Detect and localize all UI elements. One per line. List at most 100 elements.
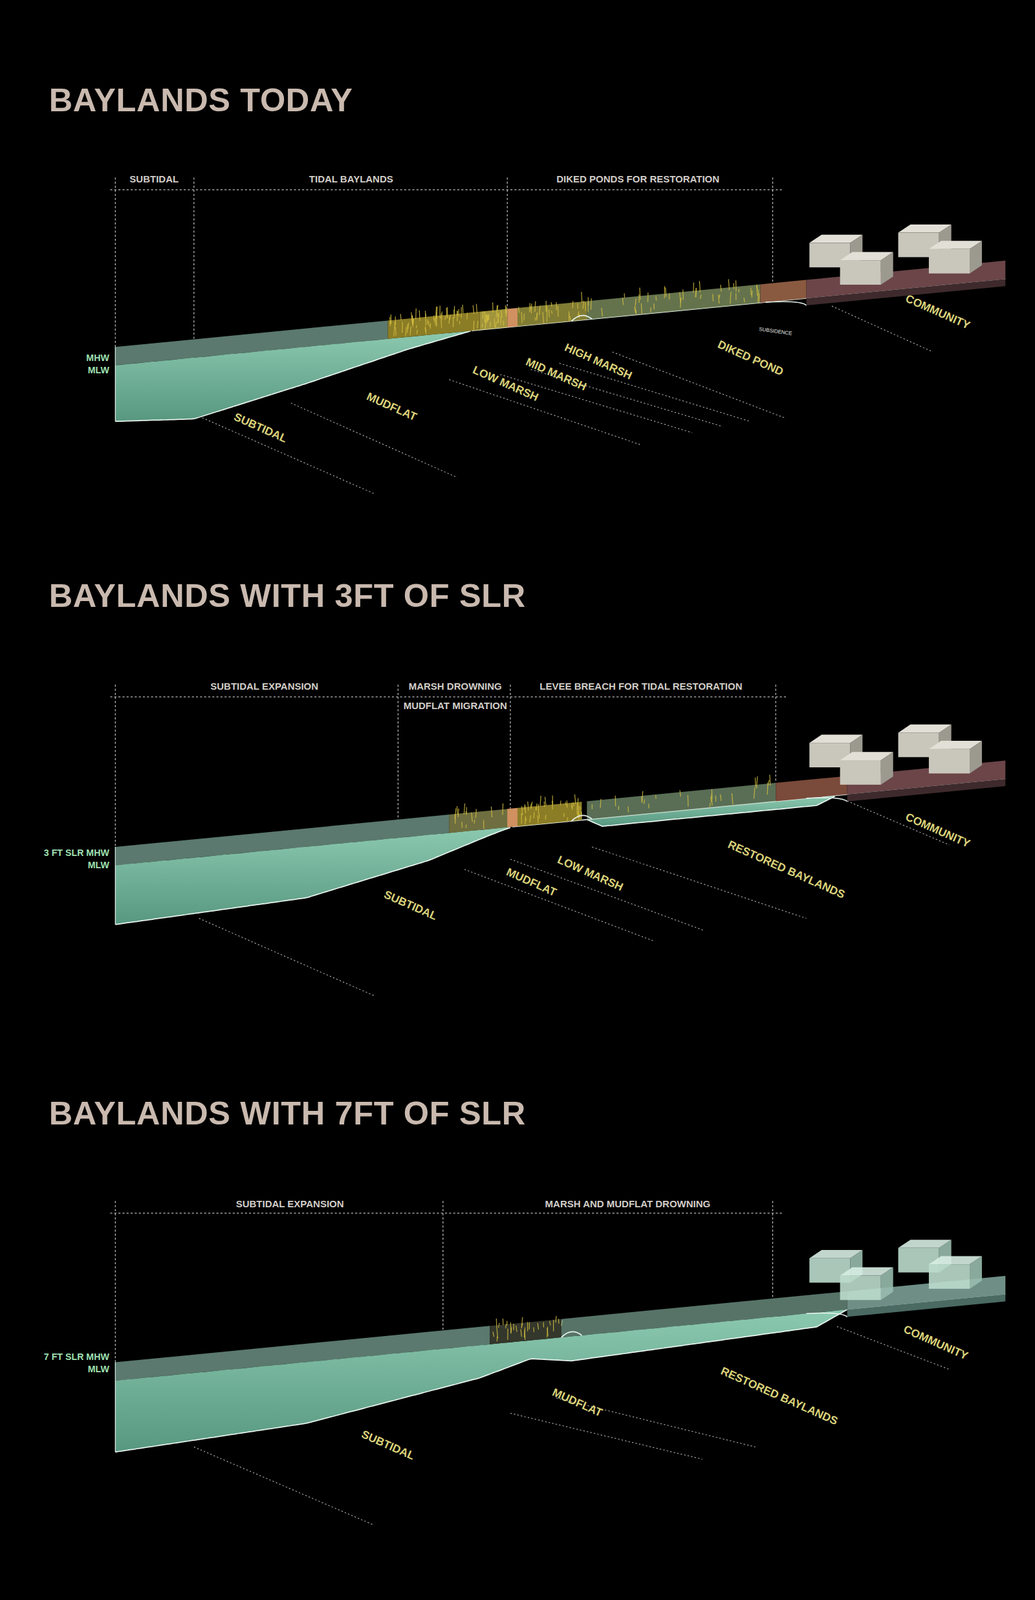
zone-name: COMMUNITY bbox=[903, 811, 972, 850]
building bbox=[928, 240, 982, 273]
marsh-grass bbox=[520, 1328, 522, 1337]
zone-name: RESTORED BAYLANDS bbox=[719, 1364, 840, 1427]
marsh-grass bbox=[682, 289, 684, 300]
marsh-grass bbox=[534, 301, 536, 312]
building-top bbox=[809, 734, 863, 744]
marsh-grass bbox=[460, 307, 462, 318]
zone-bracket bbox=[109, 696, 788, 698]
panel-heading: BAYLANDS WITH 7FT OF SLR bbox=[49, 1096, 526, 1129]
surface-zone bbox=[115, 814, 449, 865]
marsh-grass bbox=[579, 806, 581, 810]
surface-zone bbox=[586, 782, 776, 820]
marsh-grass bbox=[757, 289, 759, 303]
marsh-grass bbox=[710, 793, 713, 807]
marsh-grass bbox=[553, 1319, 554, 1332]
marsh-grass bbox=[544, 796, 546, 807]
marsh-grass bbox=[496, 1336, 499, 1342]
marsh-grass bbox=[492, 302, 494, 314]
marsh-grass bbox=[622, 297, 623, 305]
marsh-grass bbox=[529, 303, 531, 313]
marsh-grass bbox=[551, 310, 553, 314]
zone-label: LEVEE BREACH FOR TIDAL RESTORATION bbox=[539, 681, 742, 692]
marsh-grass bbox=[550, 302, 552, 307]
marsh-grass bbox=[512, 1323, 514, 1330]
marsh-grass bbox=[542, 311, 544, 323]
marsh-grass bbox=[615, 795, 617, 807]
marsh-grass bbox=[473, 819, 475, 824]
marsh-grass bbox=[635, 309, 637, 314]
marsh-grass bbox=[566, 817, 568, 822]
marsh-grass bbox=[488, 314, 490, 321]
zone-label: SUBTIDAL bbox=[129, 174, 179, 185]
marsh-grass bbox=[692, 282, 695, 293]
zone-divider bbox=[775, 684, 777, 783]
surface-zone bbox=[479, 309, 508, 330]
zone-name: RESTORED BAYLANDS bbox=[726, 838, 847, 900]
panel-heading: BAYLANDS WITH 3FT OF SLR bbox=[49, 579, 526, 612]
marsh-grass bbox=[501, 803, 504, 816]
zone-name: MUDFLAT bbox=[504, 866, 559, 898]
marsh-grass bbox=[475, 808, 477, 818]
marsh-grass bbox=[518, 306, 520, 313]
marsh-grass bbox=[416, 329, 418, 335]
zone-name: SUBTIDAL bbox=[359, 1428, 416, 1462]
surface-zone bbox=[388, 311, 480, 339]
marsh-grass bbox=[538, 813, 540, 819]
marsh-grass bbox=[458, 309, 460, 317]
marsh-grass bbox=[571, 805, 573, 810]
marsh-grass bbox=[461, 304, 464, 314]
surface-zone bbox=[448, 808, 511, 834]
marsh-grass bbox=[527, 1321, 528, 1331]
marsh-grass bbox=[600, 798, 601, 808]
building bbox=[840, 252, 894, 285]
marsh-grass bbox=[390, 320, 391, 324]
surface-zone bbox=[507, 307, 518, 328]
zone-bracket bbox=[109, 189, 784, 191]
marsh-grass bbox=[547, 1328, 548, 1336]
marsh-grass bbox=[574, 794, 576, 805]
marsh-grass bbox=[505, 306, 508, 317]
marsh-grass bbox=[389, 316, 391, 327]
marsh-grass bbox=[466, 312, 468, 319]
marsh-grass bbox=[718, 294, 720, 298]
surface-zone bbox=[115, 1325, 490, 1381]
zone-divider bbox=[507, 177, 508, 309]
water-level-label: MLW bbox=[87, 366, 110, 376]
marsh-grass bbox=[434, 318, 436, 323]
marsh-grass bbox=[735, 280, 737, 292]
marsh-grass bbox=[501, 310, 502, 318]
building-top bbox=[809, 1249, 863, 1259]
marsh-grass bbox=[497, 313, 499, 323]
marsh-grass bbox=[524, 815, 526, 825]
marsh-grass bbox=[487, 315, 489, 321]
zone-divider bbox=[772, 177, 774, 283]
zone-name: SUBTIDAL bbox=[382, 888, 439, 923]
marsh-grass bbox=[486, 314, 488, 323]
marsh-grass bbox=[463, 803, 465, 815]
marsh-grass bbox=[510, 1322, 512, 1334]
marsh-grass bbox=[580, 291, 583, 303]
marsh-grass bbox=[441, 311, 443, 321]
marsh-grass bbox=[639, 287, 641, 301]
marsh-grass bbox=[735, 293, 737, 301]
marsh-grass bbox=[756, 285, 759, 296]
marsh-grass bbox=[535, 807, 537, 811]
marsh-grass bbox=[648, 803, 649, 808]
building-top bbox=[809, 234, 863, 244]
building bbox=[928, 1255, 982, 1288]
marsh-grass bbox=[426, 319, 428, 325]
marsh-grass bbox=[430, 323, 431, 329]
surface-zone bbox=[517, 801, 582, 827]
marsh-grass bbox=[720, 284, 722, 292]
marsh-grass bbox=[482, 311, 484, 319]
zone-name: MUDFLAT bbox=[550, 1386, 605, 1418]
marsh-grass bbox=[435, 322, 438, 327]
marsh-grass bbox=[577, 798, 578, 811]
marsh-grass bbox=[587, 301, 589, 312]
marsh-grass bbox=[641, 303, 643, 315]
zone-divider bbox=[509, 684, 511, 809]
building-top bbox=[840, 751, 894, 761]
marsh-grass bbox=[546, 305, 548, 312]
marsh-grass bbox=[446, 307, 449, 319]
marsh-grass bbox=[496, 305, 497, 317]
